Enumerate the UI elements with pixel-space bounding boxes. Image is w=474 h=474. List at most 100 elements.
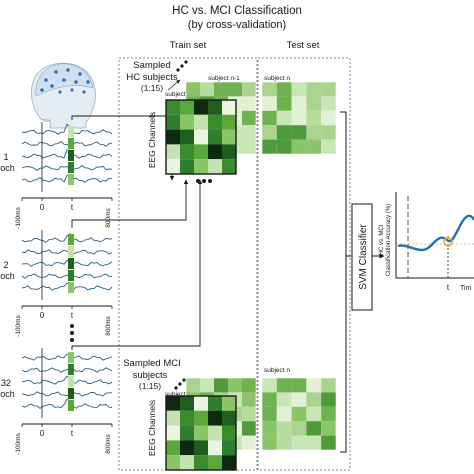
matrix-cell	[222, 129, 236, 145]
train-set-box	[118, 57, 258, 471]
matrix-cell	[291, 406, 307, 422]
matrix-cell	[321, 406, 336, 422]
hc-stack-arrow	[167, 79, 181, 91]
tick-label-neg: -100ms	[15, 432, 22, 454]
matrix-cell	[208, 129, 222, 145]
matrix-cell	[306, 139, 322, 154]
matrix-cell	[208, 410, 222, 426]
mci-channels-label: EEG Channels	[147, 400, 157, 456]
matrix-cell	[166, 410, 180, 426]
matrix-cell	[180, 396, 194, 411]
accuracy-plot: HC vs. MCI Classification Accuracy (%) t…	[379, 192, 474, 292]
accuracy-curve	[397, 214, 474, 252]
matrix-cell	[194, 455, 208, 470]
matrix-cell	[276, 110, 292, 126]
matrix-cell	[166, 455, 180, 470]
hc-stack-dots	[176, 60, 188, 72]
matrix-border	[261, 377, 337, 451]
train-set-label: Train set	[170, 40, 207, 51]
matrix-cell	[166, 129, 180, 145]
mci-subjects-label: subjects	[133, 370, 168, 381]
matrix-cell	[186, 378, 200, 393]
matrix-cell	[262, 378, 277, 393]
matrix-cell	[208, 455, 222, 470]
matrix-cell	[291, 435, 307, 450]
matrix-cell	[291, 110, 307, 126]
matrix-cell	[306, 435, 322, 450]
matrix-cell	[208, 144, 222, 160]
eeg-trace	[21, 233, 113, 243]
epoch-suffix: -och	[0, 163, 15, 173]
time-window-cell	[68, 282, 74, 293]
matrix-cell	[321, 378, 336, 393]
matrices-layer	[165, 81, 337, 471]
eeg-trace	[21, 398, 113, 409]
matrix-cell	[180, 144, 194, 160]
matrix-cell	[222, 100, 236, 115]
hc-count-label: (1:15)	[141, 83, 163, 93]
matrix-cell	[262, 421, 277, 436]
matrix-cell	[194, 114, 208, 130]
matrix-cell	[228, 82, 242, 97]
matrix-cell	[180, 410, 194, 426]
hc-channels-label: EEG Channels	[147, 112, 157, 168]
matrix-cell	[291, 421, 307, 436]
matrix-cell	[180, 440, 194, 456]
matrix-cell	[200, 82, 214, 97]
matrix-cell	[214, 82, 228, 97]
matrix-cell	[242, 125, 256, 140]
matrix-cell	[276, 82, 292, 97]
matrix-cell	[166, 396, 180, 411]
matrix-cell	[166, 114, 180, 130]
matrix-cell	[242, 406, 256, 422]
mci-sampled-label: Sampled MCI	[123, 358, 181, 369]
matrix-cell	[291, 125, 307, 140]
matrix-cell	[262, 392, 277, 407]
matrix-cell	[222, 440, 236, 456]
matrix-cell	[291, 392, 307, 407]
epoch-number: 32	[1, 378, 11, 388]
eeg-trace	[21, 391, 113, 397]
matrix-cell	[276, 139, 292, 154]
matrix-cell	[208, 425, 222, 441]
matrix-cell	[194, 129, 208, 145]
eeg-trace	[21, 273, 113, 279]
matrix-cell	[306, 110, 322, 126]
mci-stack-dots	[174, 378, 186, 390]
subject-ellipsis	[196, 179, 212, 183]
hc-subjects-label: HC subjects	[126, 72, 177, 83]
matrix-cell	[222, 144, 236, 160]
epochs-layer: 1-och-100ms0t800ms2-och-100ms0t800ms32-o…	[0, 122, 113, 455]
matrix-cell	[166, 159, 180, 174]
matrix-cell	[166, 100, 180, 115]
matrix-cell	[262, 125, 277, 140]
eeg-trace	[21, 174, 113, 183]
matrix-cell	[276, 125, 292, 140]
matrix-cell	[194, 440, 208, 456]
matrix-cell	[214, 378, 228, 393]
time-window-cell	[68, 174, 74, 185]
test-set-label: Test set	[287, 40, 320, 51]
matrix-cell	[242, 421, 256, 436]
eeg-trace	[21, 165, 113, 171]
matrix-cell	[222, 425, 236, 441]
matrix-cell	[222, 410, 236, 426]
matrix-cell	[321, 96, 336, 111]
matrix-cell	[194, 144, 208, 160]
matrix-cell	[321, 139, 336, 154]
tick-label-zero: 0	[40, 311, 45, 320]
epoch-suffix: -och	[0, 271, 15, 281]
accuracy-highlight-marker	[443, 237, 453, 247]
matrix-cell	[166, 425, 180, 441]
eeg-trace	[21, 141, 113, 147]
matrix-cell	[321, 82, 336, 97]
eeg-trace	[21, 367, 113, 373]
matrix-cell	[276, 406, 292, 422]
matrix-cell	[242, 110, 256, 126]
matrix-cell	[194, 410, 208, 426]
matrix-cell	[306, 82, 322, 97]
hc-subject-nminus1-label: subject n-1	[208, 75, 240, 82]
matrix-cell	[228, 378, 242, 393]
tick-label-t: t	[71, 429, 74, 438]
